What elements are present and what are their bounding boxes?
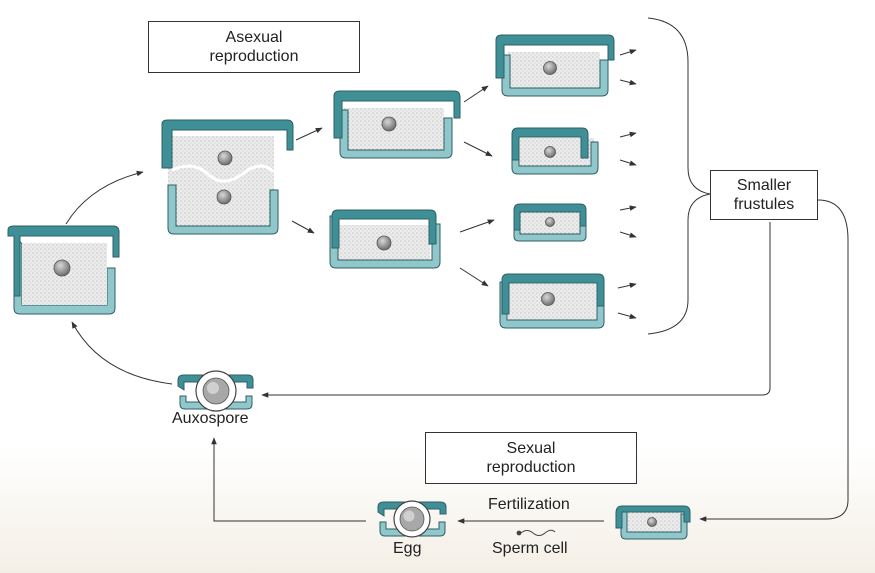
arrow-auxospore-to-parent <box>71 321 173 385</box>
arrows <box>65 17 849 524</box>
sperm-cell <box>516 529 556 536</box>
asexual-line2: reproduction <box>209 48 299 65</box>
arrow-egg-to-auxospore <box>211 437 366 522</box>
curly-brace <box>647 17 711 335</box>
granddaughter-frustule-1 <box>495 34 615 97</box>
parent-frustule <box>7 225 120 315</box>
arrow-to-sexual-frustule <box>699 199 849 522</box>
arrow-parent-to-dividing <box>65 170 144 225</box>
small-frustule-sexual <box>615 505 691 540</box>
parent-nucleus <box>53 259 71 277</box>
sexual-line2: reproduction <box>486 459 576 476</box>
daughter-frustule-small <box>329 209 441 269</box>
auxospore-cell <box>177 370 254 412</box>
egg-label: Egg <box>393 540 422 557</box>
smaller-frustules-box: Smaller frustules <box>710 170 818 220</box>
dividing-frustule <box>161 119 294 235</box>
sexual-reproduction-box: Sexual reproduction <box>425 432 637 484</box>
sexual-line1: Sexual <box>506 440 556 457</box>
dividing-nucleus-bottom <box>216 189 232 205</box>
smaller-line1: Smaller <box>736 177 792 194</box>
asexual-reproduction-box: Asexual reproduction <box>148 21 360 73</box>
auxospore-label: Auxospore <box>172 410 249 427</box>
dividing-nucleus-top <box>217 150 233 166</box>
granddaughter-frustule-3 <box>513 203 587 242</box>
arrow-to-auxospore <box>261 222 771 398</box>
fertilization-label: Fertilization <box>488 496 570 513</box>
granddaughter-frustule-4 <box>499 273 605 329</box>
asexual-line1: Asexual <box>225 29 283 46</box>
sperm-cell-label: Sperm cell <box>492 540 568 557</box>
egg-cell <box>377 500 447 538</box>
daughter-frustule-large <box>333 90 461 159</box>
granddaughter-frustule-2 <box>511 127 599 175</box>
smaller-line2: frustules <box>733 196 795 213</box>
